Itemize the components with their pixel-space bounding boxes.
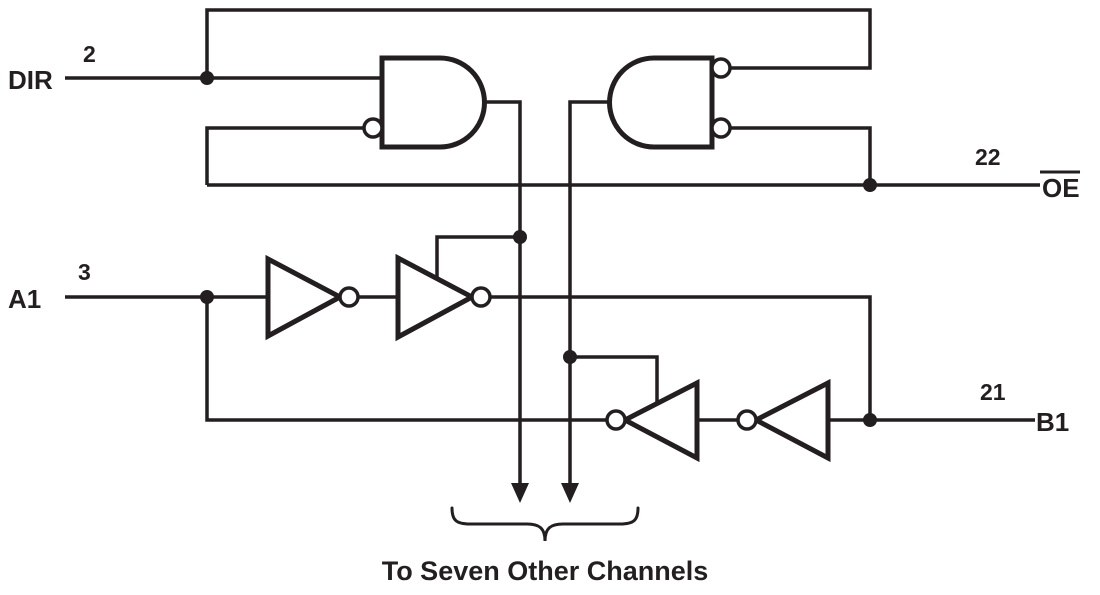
pin-number-dir: 2 — [83, 41, 96, 67]
b-path-inverter-2-tristate — [619, 378, 700, 463]
a-inverter-1-output-bubble-icon — [338, 286, 360, 308]
pin-number-a1: 3 — [78, 259, 91, 285]
a-path-inverter-2-tristate — [395, 253, 478, 342]
a-driver-enable-wire — [435, 235, 520, 279]
and-gate-a-enable — [379, 55, 487, 150]
a-path-output-wire — [490, 295, 872, 420]
a1-junction-dot — [200, 290, 214, 304]
b1-junction-dot — [863, 413, 877, 427]
dir-junction-dot — [200, 71, 214, 85]
right-gate-dir-input-bubble-icon — [710, 57, 732, 79]
left-gate-output-wire — [484, 100, 522, 487]
down-arrow-icon — [561, 483, 579, 503]
down-arrow-icon — [511, 483, 529, 503]
oe-to-right-gate-wire — [730, 126, 872, 185]
other-channels-caption: To Seven Other Channels — [382, 556, 709, 586]
curly-brace-icon — [450, 506, 640, 542]
pin-number-oe: 22 — [975, 144, 1001, 170]
right-gate-output-wire — [568, 100, 610, 487]
pin-label-dir: DIR — [8, 65, 53, 95]
and-gate-b-enable-mirrored — [607, 55, 715, 150]
pin-label-oe: OE — [1042, 173, 1080, 203]
left-gate-oe-input-bubble-icon — [362, 117, 384, 139]
a-enable-junction-dot — [513, 230, 527, 244]
oe-to-left-gate-wire — [205, 126, 364, 185]
b-path-return-wire — [205, 297, 607, 422]
oe-junction-dot — [863, 178, 877, 192]
pin-number-b1: 21 — [980, 379, 1006, 405]
b-inverter-1-output-bubble-icon — [736, 409, 758, 431]
b-path-inverter-1 — [750, 378, 831, 463]
dir-top-rail-wire — [205, 8, 872, 78]
right-gate-oe-input-bubble-icon — [710, 117, 732, 139]
b-driver-enable-wire — [570, 355, 659, 404]
b-inverter-2-output-bubble-icon — [605, 409, 627, 431]
pin-label-b1: B1 — [1036, 407, 1069, 437]
a-inverter-2-output-bubble-icon — [470, 286, 492, 308]
pin-label-a1: A1 — [8, 284, 41, 314]
a-path-inverter-1 — [265, 254, 346, 341]
b-enable-junction-dot — [563, 350, 577, 364]
